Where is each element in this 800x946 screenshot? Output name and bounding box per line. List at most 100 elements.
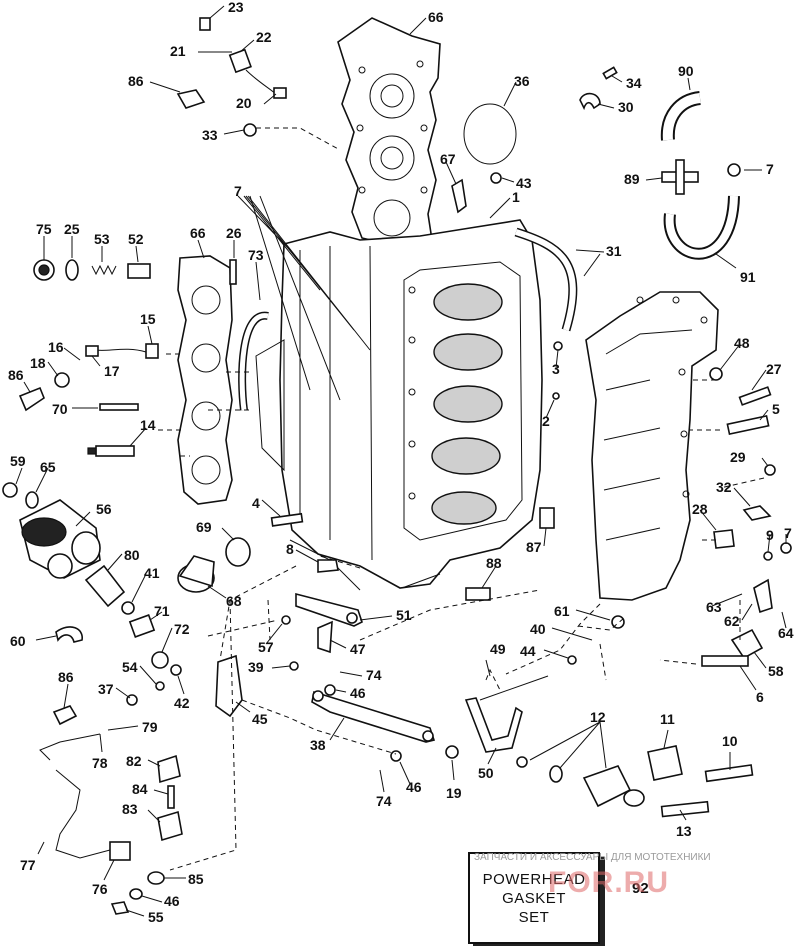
callout-25: 25	[64, 221, 80, 237]
callout-83: 83	[122, 801, 138, 817]
callout-36: 36	[514, 73, 530, 89]
part-bracket-62	[753, 578, 773, 614]
callout-53: 53	[94, 231, 110, 247]
part-ring-41	[121, 601, 135, 615]
part-cam-47	[317, 620, 333, 654]
part-washer-12b	[549, 765, 563, 783]
callout-82: 82	[126, 753, 142, 769]
part-sensor-22	[228, 48, 287, 99]
callout-78: 78	[92, 755, 108, 771]
callout-62: 62	[724, 613, 740, 629]
part-bracket-58	[730, 628, 764, 660]
callout-20: 20	[236, 95, 252, 111]
part-nut-9	[763, 551, 773, 561]
part-washer-25	[65, 259, 79, 281]
part-washer-72	[151, 651, 169, 669]
callout-26: 26	[226, 225, 242, 241]
part-sender-52	[127, 263, 151, 279]
callout-68: 68	[226, 593, 242, 609]
part-clip-55	[110, 901, 130, 915]
callout-45: 45	[252, 711, 268, 727]
part-washer-46a	[324, 684, 336, 696]
callout-28: 28	[692, 501, 708, 517]
part-washer-46c	[129, 888, 143, 900]
watermark-caption: ЗАПЧАСТИ И АКСЕССУАРЫ ДЛЯ МОТОТЕХНИКИ	[474, 852, 711, 863]
callout-77: 77	[20, 857, 36, 873]
part-bolt-70	[99, 403, 139, 411]
callout-79: 79	[142, 719, 158, 735]
gasket-set-callout: 92	[632, 880, 649, 897]
callout-67: 67	[440, 151, 456, 167]
callout-22: 22	[256, 29, 272, 45]
part-plug-23	[199, 17, 211, 31]
part-lever-45	[215, 654, 243, 718]
callout-89: 89	[624, 171, 640, 187]
part-clamp-60	[55, 626, 83, 643]
part-o-ring	[463, 103, 517, 165]
part-rod-6-line	[479, 675, 549, 701]
part-fitting-7b	[727, 163, 741, 177]
callout-29: 29	[730, 449, 746, 465]
part-fitting-28	[713, 529, 735, 549]
callout-65: 65	[40, 459, 56, 475]
callout-44: 44	[520, 643, 536, 659]
callout-52: 52	[128, 231, 144, 247]
callout-60: 60	[10, 633, 26, 649]
callout-85: 85	[188, 871, 204, 887]
part-plug-3	[553, 341, 563, 351]
callout-58: 58	[768, 663, 784, 679]
part-filter-71	[128, 614, 156, 638]
part-washer-61	[611, 615, 625, 629]
callout-54: 54	[122, 659, 138, 675]
part-clip-86a	[176, 89, 206, 109]
callout-33: 33	[202, 127, 218, 143]
gasket-set-line-3: SET	[518, 908, 550, 926]
part-sleeve-80	[84, 564, 126, 608]
part-clip-86c	[52, 705, 78, 726]
gasket-set-line-1: POWERHEAD	[482, 870, 586, 888]
callout-41: 41	[144, 565, 160, 581]
callout-5: 5	[772, 401, 780, 417]
part-diaphragm-68	[177, 555, 215, 593]
part-bracket-50	[464, 697, 523, 753]
part-washer-46b	[390, 750, 402, 762]
part-washer-54	[155, 681, 165, 691]
part-bolt-27	[738, 386, 772, 406]
callout-11: 11	[660, 711, 675, 727]
part-bracket-83	[157, 810, 183, 842]
part-sensor-12	[582, 765, 645, 808]
callout-38: 38	[310, 737, 326, 753]
part-washer-69	[225, 537, 251, 567]
part-ring-65	[25, 491, 39, 509]
callout-73: 73	[248, 247, 264, 263]
part-bolt-10	[704, 764, 754, 783]
callout-4: 4	[252, 495, 260, 511]
callout-56: 56	[96, 501, 112, 517]
part-spring-53	[91, 264, 117, 276]
part-screw-7c	[780, 542, 792, 554]
part-screw-57	[281, 615, 291, 625]
callout-91: 91	[740, 269, 756, 285]
part-bracket-82	[157, 754, 181, 784]
callout-21: 21	[170, 43, 186, 59]
callout-1: 1	[512, 189, 520, 205]
callout-75: 75	[36, 221, 52, 237]
callout-74: 74	[376, 793, 392, 809]
part-washer-44	[567, 655, 577, 665]
gasket-set-box: POWERHEAD GASKET SET	[468, 852, 600, 944]
part-tee-fitting	[661, 159, 699, 195]
part-screw-34	[602, 66, 618, 80]
part-gasket-left	[177, 255, 233, 505]
part-link-rod-38	[311, 690, 436, 743]
part-cylinder-block	[255, 219, 543, 591]
part-cylinder-head-gasket-top	[337, 17, 441, 247]
leader-lines	[15, 5, 787, 917]
callout-74: 74	[366, 667, 382, 683]
part-clip-86b	[18, 386, 45, 412]
callout-61: 61	[554, 603, 570, 619]
callout-3: 3	[552, 361, 560, 377]
part-hose-73	[238, 311, 269, 411]
callout-64: 64	[778, 625, 794, 641]
callout-43: 43	[516, 175, 532, 191]
part-screw-33	[243, 123, 257, 137]
